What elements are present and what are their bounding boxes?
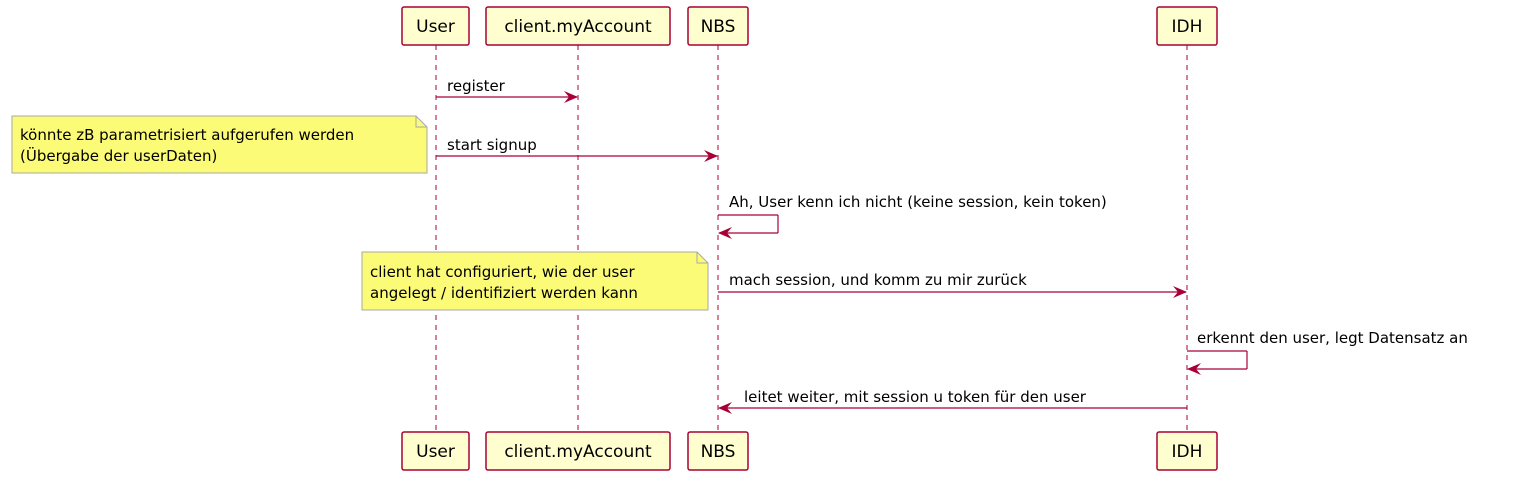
message-mach-session: mach session, und komm zu mir zurück [718,271,1187,298]
message-label: mach session, und komm zu mir zurück [729,271,1027,289]
message-self-nbs: Ah, User kenn ich nicht (keine session, … [718,193,1107,239]
participant-label: IDH [1172,17,1203,37]
note-line: könnte zB parametrisiert aufgerufen werd… [20,126,354,144]
participant-label: client.myAccount [504,17,652,37]
note-client-config: client hat configuriert, wie der user an… [361,251,709,311]
message-label: erkennt den user, legt Datensatz an [1197,329,1468,347]
message-leitet-weiter: leitet weiter, mit session u token für d… [718,388,1187,414]
participant-label: client.myAccount [504,442,652,462]
participant-idh-top: IDH [1156,6,1218,46]
message-start-signup: start signup [436,136,718,162]
message-label: start signup [447,136,537,154]
participant-nbs-bottom: NBS [687,431,749,471]
message-label: leitet weiter, mit session u token für d… [744,388,1087,406]
participant-idh-bottom: IDH [1156,431,1218,471]
note-line: angelegt / identifiziert werden kann [370,284,638,302]
participant-label: IDH [1172,442,1203,462]
participant-user-bottom: User [401,431,470,471]
participant-client-myaccount-bottom: client.myAccount [485,431,671,471]
participant-label: User [416,442,455,462]
lifelines [435,45,1188,430]
note-line: client hat configuriert, wie der user [370,263,636,281]
message-self-idh: erkennt den user, legt Datensatz an [1187,329,1468,375]
participant-label: NBS [701,442,736,462]
note-line: (Übergabe der userDaten) [20,146,217,165]
participant-label: NBS [701,17,736,37]
participant-user-top: User [401,6,470,46]
message-label: register [447,77,506,95]
message-register: register [436,77,578,103]
message-label: Ah, User kenn ich nicht (keine session, … [729,193,1107,211]
participant-label: User [416,17,455,37]
participant-nbs-top: NBS [687,6,749,46]
note-parametrisiert: könnte zB parametrisiert aufgerufen werd… [11,115,428,174]
participant-client-myaccount-top: client.myAccount [485,6,671,46]
